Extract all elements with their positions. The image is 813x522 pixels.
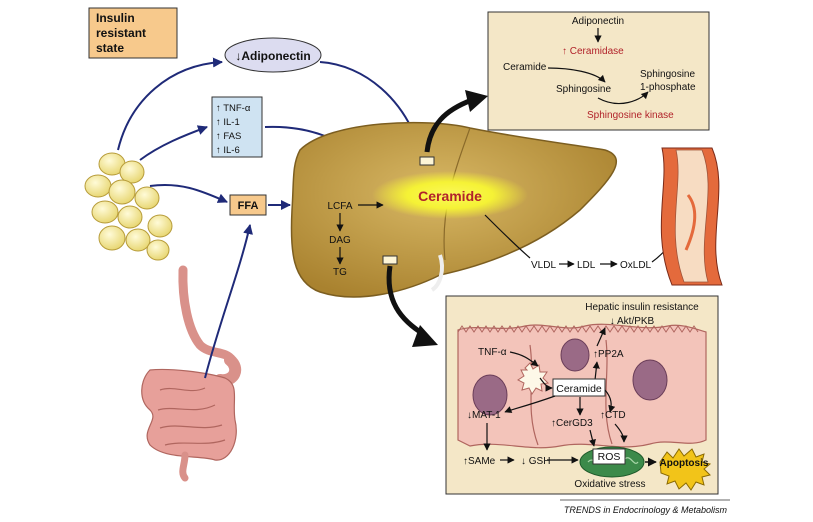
same-label: ↑SAMe bbox=[463, 456, 496, 467]
sphingosine-label: Sphingosine bbox=[556, 84, 611, 95]
ceramide-box bbox=[552, 378, 606, 397]
arrow-ceramide-to-pp2a bbox=[592, 361, 600, 381]
arrow-cergd3-to-ros bbox=[588, 429, 596, 447]
arrow-receptor-to-ceramide bbox=[539, 377, 553, 392]
arrow-intestine-to-ffa bbox=[204, 224, 253, 379]
ceramide-glow bbox=[372, 171, 528, 219]
arrow-ceramide-to-mat1 bbox=[504, 395, 556, 413]
ldl-label: LDL bbox=[577, 260, 596, 271]
s1p-line-2: 1-phosphate bbox=[640, 82, 696, 93]
apoptosis-label: Apoptosis bbox=[660, 458, 709, 469]
dag-label: DAG bbox=[329, 235, 351, 246]
panel-adiponectin: Adiponectin bbox=[572, 16, 624, 27]
hepatocyte-panel: Hepatic insulin resistance ↓ Akt/PKB TNF… bbox=[445, 295, 719, 495]
ros-label: ROS bbox=[598, 451, 621, 463]
arrow-adipose-to-adiponectin bbox=[117, 57, 223, 151]
cytokine-il6: ↑ IL-6 bbox=[216, 145, 240, 156]
nucleus-3 bbox=[632, 359, 668, 401]
microvilli bbox=[457, 325, 699, 333]
tnf-receptor-burst bbox=[517, 362, 550, 395]
ffa-label: FFA bbox=[238, 200, 259, 212]
adiponectin-node: ↓Adiponectin bbox=[224, 37, 322, 73]
panel-ceramide-label: Ceramide bbox=[556, 383, 602, 395]
zoom-marker-top bbox=[419, 156, 435, 166]
sphingosine-kinase-label: Sphingosine kinase bbox=[587, 110, 674, 121]
gsh-label: ↓ GSH bbox=[521, 456, 550, 467]
ros-box bbox=[592, 448, 626, 465]
lipoprotein-pathway: VLDL LDL OxLDL bbox=[484, 214, 679, 271]
arrow-sphingosine-to-s1p bbox=[597, 91, 649, 105]
arrow-ctd-to-ros bbox=[614, 423, 628, 443]
akt-label: ↓ Akt/PKB bbox=[610, 316, 655, 327]
arrow-adipose-to-cytokines bbox=[139, 125, 208, 161]
ctd-label: ↑CTD bbox=[600, 410, 626, 421]
cytokine-fas: ↑ FAS bbox=[216, 131, 241, 142]
nucleus-2 bbox=[560, 338, 590, 372]
arrow-ceramide-to-sphingosine bbox=[547, 67, 606, 83]
state-line-2: resistant bbox=[96, 26, 146, 40]
oxidative-stress-label: Oxidative stress bbox=[574, 479, 645, 490]
zoom-marker-bottom bbox=[382, 255, 398, 265]
state-line-1: Insulin bbox=[96, 11, 135, 25]
liver-illustration: Ceramide LCFA DAG TG bbox=[290, 121, 618, 298]
s1p-line-1: Sphingosine bbox=[640, 69, 695, 80]
cergd3-label: ↑CerGD3 bbox=[551, 418, 593, 429]
arrow-ceramide-to-ctd bbox=[604, 389, 616, 413]
lcfa-label: LCFA bbox=[327, 201, 352, 212]
pp2a-label: ↑PP2A bbox=[593, 349, 624, 360]
state-line-3: state bbox=[96, 41, 124, 55]
adiponectin-label: ↓Adiponectin bbox=[235, 49, 310, 63]
cytokine-tnf: ↑ TNF-α bbox=[216, 103, 251, 114]
tg-label: TG bbox=[333, 267, 347, 278]
cytokine-box: ↑ TNF-α ↑ IL-1 ↑ FAS ↑ IL-6 bbox=[211, 96, 263, 158]
vldl-label: VLDL bbox=[531, 260, 556, 271]
oxldl-label: OxLDL bbox=[620, 260, 652, 271]
arrow-pp2a-to-akt bbox=[596, 327, 606, 347]
ffa-box: FFA bbox=[229, 194, 267, 216]
arrow-adipose-to-ffa bbox=[149, 183, 228, 203]
zoom-arrows bbox=[386, 90, 488, 347]
apoptosis-burst bbox=[659, 448, 712, 491]
ceramidase-label: ↑ Ceramidase bbox=[562, 46, 624, 57]
journal-credit: TRENDS in Endocrinology & Metabolism bbox=[564, 505, 728, 515]
intestine-illustration bbox=[141, 265, 242, 482]
liver-ceramide-label: Ceramide bbox=[418, 188, 482, 204]
cytokine-il1: ↑ IL-1 bbox=[216, 117, 240, 128]
panel-ceramide: Ceramide bbox=[503, 62, 547, 73]
tnf-label: TNF-α bbox=[478, 347, 507, 358]
adipose-tissue-illustration bbox=[84, 152, 173, 261]
hepatic-ir-title: Hepatic insulin resistance bbox=[585, 302, 699, 313]
mat1-label: ↓MAT-1 bbox=[467, 410, 501, 421]
nucleus-1 bbox=[472, 374, 508, 416]
arrow-tnf-to-receptor bbox=[509, 351, 539, 367]
blood-vessel-illustration bbox=[660, 147, 723, 286]
insulin-resistant-state-box: Insulin resistant state bbox=[88, 7, 178, 59]
sphingolipid-panel: Adiponectin ↑ Ceramidase Ceramide Sphing… bbox=[487, 11, 710, 131]
